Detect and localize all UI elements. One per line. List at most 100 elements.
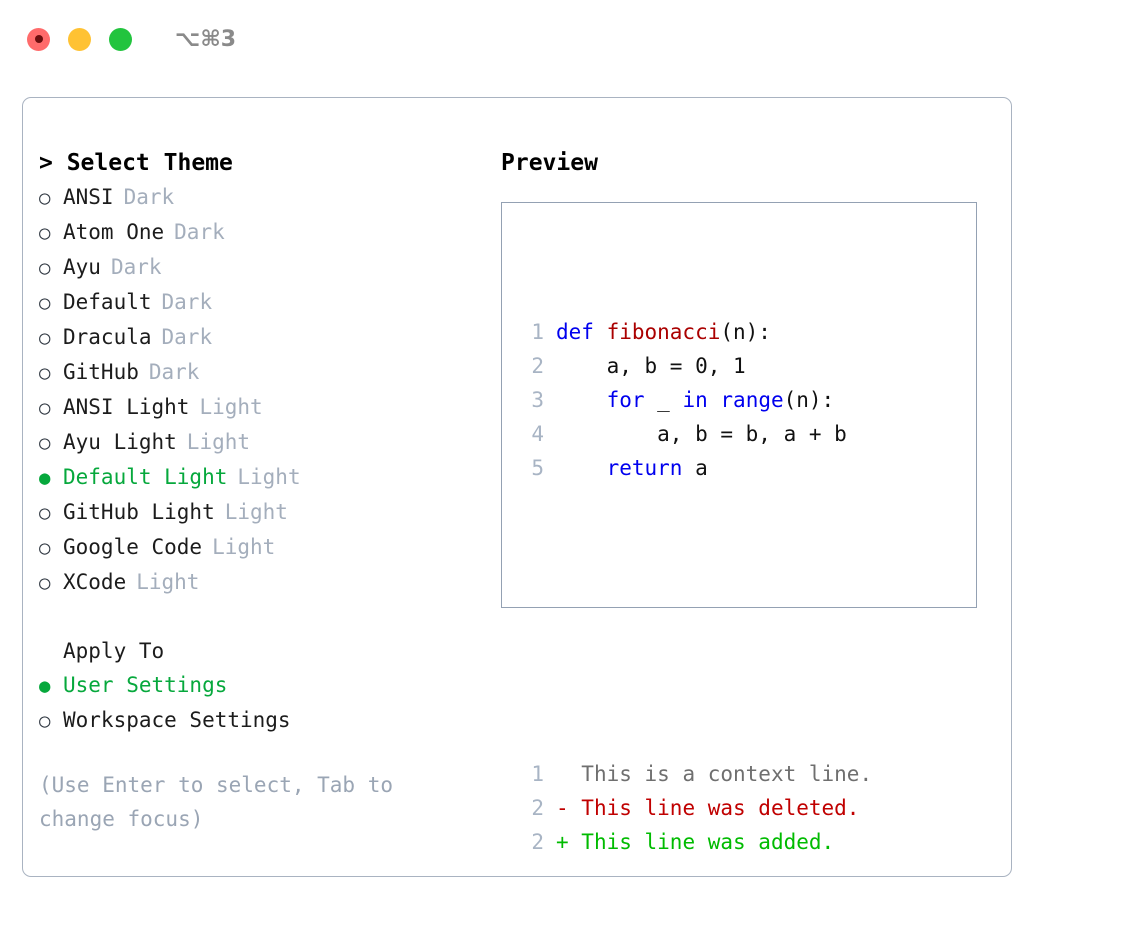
radio-unselected-icon: ○ xyxy=(39,710,51,732)
theme-option-badge: Light xyxy=(136,570,200,594)
minimize-button[interactable] xyxy=(68,27,91,51)
line-number: 1 xyxy=(531,762,544,786)
theme-option-badge: Light xyxy=(212,535,276,559)
radio-unselected-icon: ○ xyxy=(39,222,51,244)
code-line: 2 a, b = 0, 1 xyxy=(514,349,872,383)
theme-option-badge: Dark xyxy=(123,185,175,209)
theme-option-badge: Dark xyxy=(161,325,213,349)
theme-option-badge: Light xyxy=(186,430,251,454)
theme-option-default[interactable]: ○ Default Dark xyxy=(39,285,489,320)
theme-option-badge: Light xyxy=(224,500,288,524)
radio-unselected-icon: ○ xyxy=(39,362,51,384)
theme-option-label: ANSI xyxy=(63,185,114,209)
apply-to-option-label: Workspace Settings xyxy=(63,708,291,732)
theme-option-ayu-light[interactable]: ○ Ayu Light Light xyxy=(39,425,489,460)
apply-to-option-workspace-settings[interactable]: ○ Workspace Settings xyxy=(39,703,489,738)
theme-option-ansi-light[interactable]: ○ ANSI Light Light xyxy=(39,390,489,425)
theme-option-label: Ayu Light xyxy=(63,430,177,454)
apply-to-option-user-settings[interactable]: ●User Settings xyxy=(39,668,489,703)
theme-option-label: ANSI Light xyxy=(63,395,190,419)
radio-unselected-icon: ○ xyxy=(39,292,51,314)
code-line-text: for _ in range(n): xyxy=(556,383,835,417)
code-line: 5 return a xyxy=(514,451,872,485)
radio-unselected-icon: ○ xyxy=(39,432,51,454)
code-token-plain: (n): xyxy=(783,388,835,412)
radio-unselected-icon: ○ xyxy=(39,327,51,349)
radio-unselected-icon: ○ xyxy=(39,257,51,279)
radio-selected-icon: ● xyxy=(39,467,51,489)
theme-option-label: XCode xyxy=(63,570,127,594)
code-token-kw: def xyxy=(556,320,607,344)
code-token-kw: for xyxy=(606,388,645,412)
theme-option-dracula[interactable]: ○ Dracula Dark xyxy=(39,320,489,355)
code-token-plain: (n): xyxy=(720,320,771,344)
theme-option-label: Default Light xyxy=(63,465,228,489)
code-token-fn: fibonacci xyxy=(606,320,721,344)
theme-option-github[interactable]: ○ GitHub Dark xyxy=(39,355,489,390)
theme-option-xcode[interactable]: ○ XCode Light xyxy=(39,565,489,600)
theme-option-label: Default xyxy=(63,290,152,314)
close-button[interactable] xyxy=(27,27,50,51)
line-number: 1 xyxy=(531,320,544,344)
code-line: 1 def fibonacci(n): xyxy=(514,315,872,349)
window-titlebar: ⌥⌘3 xyxy=(0,0,1140,78)
code-blank-line xyxy=(514,655,872,689)
traffic-light-buttons xyxy=(27,27,132,51)
keyboard-hint-text: (Use Enter to select, Tab to change focu… xyxy=(39,773,406,831)
theme-option-label: Ayu xyxy=(63,255,101,279)
apply-to-header: Apply To xyxy=(63,639,165,663)
line-number: 3 xyxy=(531,388,544,412)
code-token-plain xyxy=(708,388,721,412)
theme-option-google-code[interactable]: ○ Google Code Light xyxy=(39,530,489,565)
line-number: 5 xyxy=(531,456,544,480)
zoom-button[interactable] xyxy=(109,27,132,51)
code-line-text: a, b = b, a + b xyxy=(556,417,847,451)
theme-option-label: Google Code xyxy=(63,535,203,559)
theme-option-badge: Dark xyxy=(161,290,213,314)
theme-option-badge: Light xyxy=(237,465,301,489)
theme-option-badge: Light xyxy=(199,395,263,419)
code-token-plain xyxy=(556,388,607,412)
code-token-kw: in xyxy=(682,388,708,412)
code-token-plain: a xyxy=(682,456,708,480)
diff-line-text: This line was deleted. xyxy=(568,796,860,820)
code-token-plain: _ xyxy=(644,388,683,412)
code-token-plain: a, b = 0, 1 xyxy=(556,354,746,378)
diff-marker: - xyxy=(556,796,569,820)
radio-unselected-icon: ○ xyxy=(39,537,51,559)
diff-line: 1 This is a context line. xyxy=(514,757,872,791)
diff-line: 2+ This line was added. xyxy=(514,825,872,859)
theme-option-label: Dracula xyxy=(63,325,152,349)
select-theme-header: > Select Theme xyxy=(39,150,233,176)
line-number: 2 xyxy=(531,830,544,854)
theme-option-atom-one[interactable]: ○ Atom One Dark xyxy=(39,215,489,250)
code-token-plain: a, b = b, a + b xyxy=(556,422,847,446)
theme-option-badge: Dark xyxy=(174,220,225,244)
theme-option-default-light[interactable]: ● Default Light Light xyxy=(39,460,489,495)
code-line: 3 for _ in range(n): xyxy=(514,383,872,417)
line-number: 2 xyxy=(531,354,544,378)
code-line-text: def fibonacci(n): xyxy=(556,315,771,349)
radio-unselected-icon: ○ xyxy=(39,397,51,419)
diff-line: 2- This line was deleted. xyxy=(514,791,872,825)
code-line: 4 a, b = b, a + b xyxy=(514,417,872,451)
theme-option-label: Atom One xyxy=(63,220,165,244)
radio-unselected-icon: ○ xyxy=(39,502,51,524)
code-token-kw: range xyxy=(720,388,784,412)
theme-option-label: GitHub xyxy=(63,360,139,384)
radio-unselected-icon: ○ xyxy=(39,572,51,594)
theme-option-badge: Dark xyxy=(148,360,200,384)
diff-line-text: This line was added. xyxy=(568,830,835,854)
list-spacer xyxy=(39,600,489,634)
code-blank-line xyxy=(514,553,872,587)
keyboard-shortcut-label: ⌥⌘3 xyxy=(175,26,237,52)
code-line-text: a, b = 0, 1 xyxy=(556,349,746,383)
